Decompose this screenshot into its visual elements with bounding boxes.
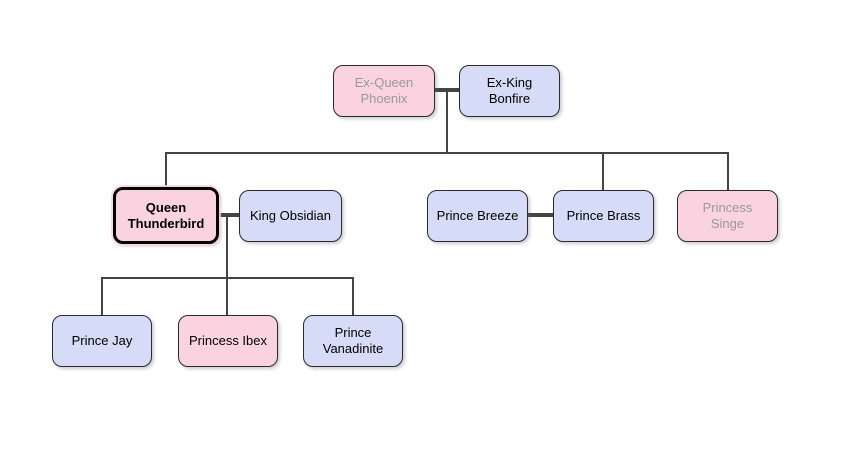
person-node-prince-breeze[interactable]: Prince Breeze [427, 190, 528, 242]
connector-rail-gen3 [101, 277, 354, 279]
person-node-king-obsidian[interactable]: King Obsidian [239, 190, 342, 242]
connector-drop-vanadinite [352, 279, 354, 315]
person-node-queen-thunderbird[interactable]: Queen Thunderbird [113, 187, 219, 244]
connector-drop-singe [727, 154, 729, 190]
connector-feed-gen3 [226, 217, 228, 278]
person-name-line: Queen [145, 199, 187, 215]
person-node-prince-vanadinite[interactable]: Prince Vanadinite [303, 315, 403, 367]
person-node-princess-ibex[interactable]: Princess Ibex [178, 315, 278, 367]
person-node-ex-queen-phoenix[interactable]: Ex-Queen Phoenix [333, 65, 435, 117]
person-name-line: Princess [702, 200, 753, 215]
connector-drop-thunderbird [165, 154, 167, 188]
connector-rail-gen2 [165, 152, 729, 154]
connector-drop-brass [602, 154, 604, 190]
connector-drop-ibex [226, 279, 228, 315]
person-name-line: Prince Breeze [436, 208, 519, 223]
person-name-line: Thunderbird [127, 215, 205, 231]
person-node-princess-singe[interactable]: Princess Singe [677, 190, 778, 242]
connector-drop-jay [101, 279, 103, 315]
person-node-prince-jay[interactable]: Prince Jay [52, 315, 152, 367]
connector-spouse-thunderbird-obsidian [217, 213, 240, 217]
person-name-line: Vanadinite [322, 341, 384, 356]
person-node-prince-brass[interactable]: Prince Brass [553, 190, 654, 242]
person-name-line: Prince Brass [566, 208, 641, 223]
person-name-line: Prince [334, 325, 372, 340]
person-node-ex-king-bonfire[interactable]: Ex-King Bonfire [459, 65, 560, 117]
person-name-line: Princess Ibex [188, 333, 268, 348]
connector-spouse-breeze-brass [527, 213, 554, 217]
connector-spouse-phoenix-bonfire [434, 88, 460, 92]
person-name-line: Ex-King [486, 75, 533, 90]
person-name-line: Ex-Queen [354, 75, 414, 90]
person-name-line: Prince Jay [71, 333, 133, 348]
person-name-line: King Obsidian [250, 208, 331, 223]
person-name-line: Singe [710, 216, 745, 231]
person-name-line: Phoenix [360, 91, 408, 106]
connector-feed-gen2 [446, 92, 448, 153]
person-name-line: Bonfire [488, 91, 531, 106]
